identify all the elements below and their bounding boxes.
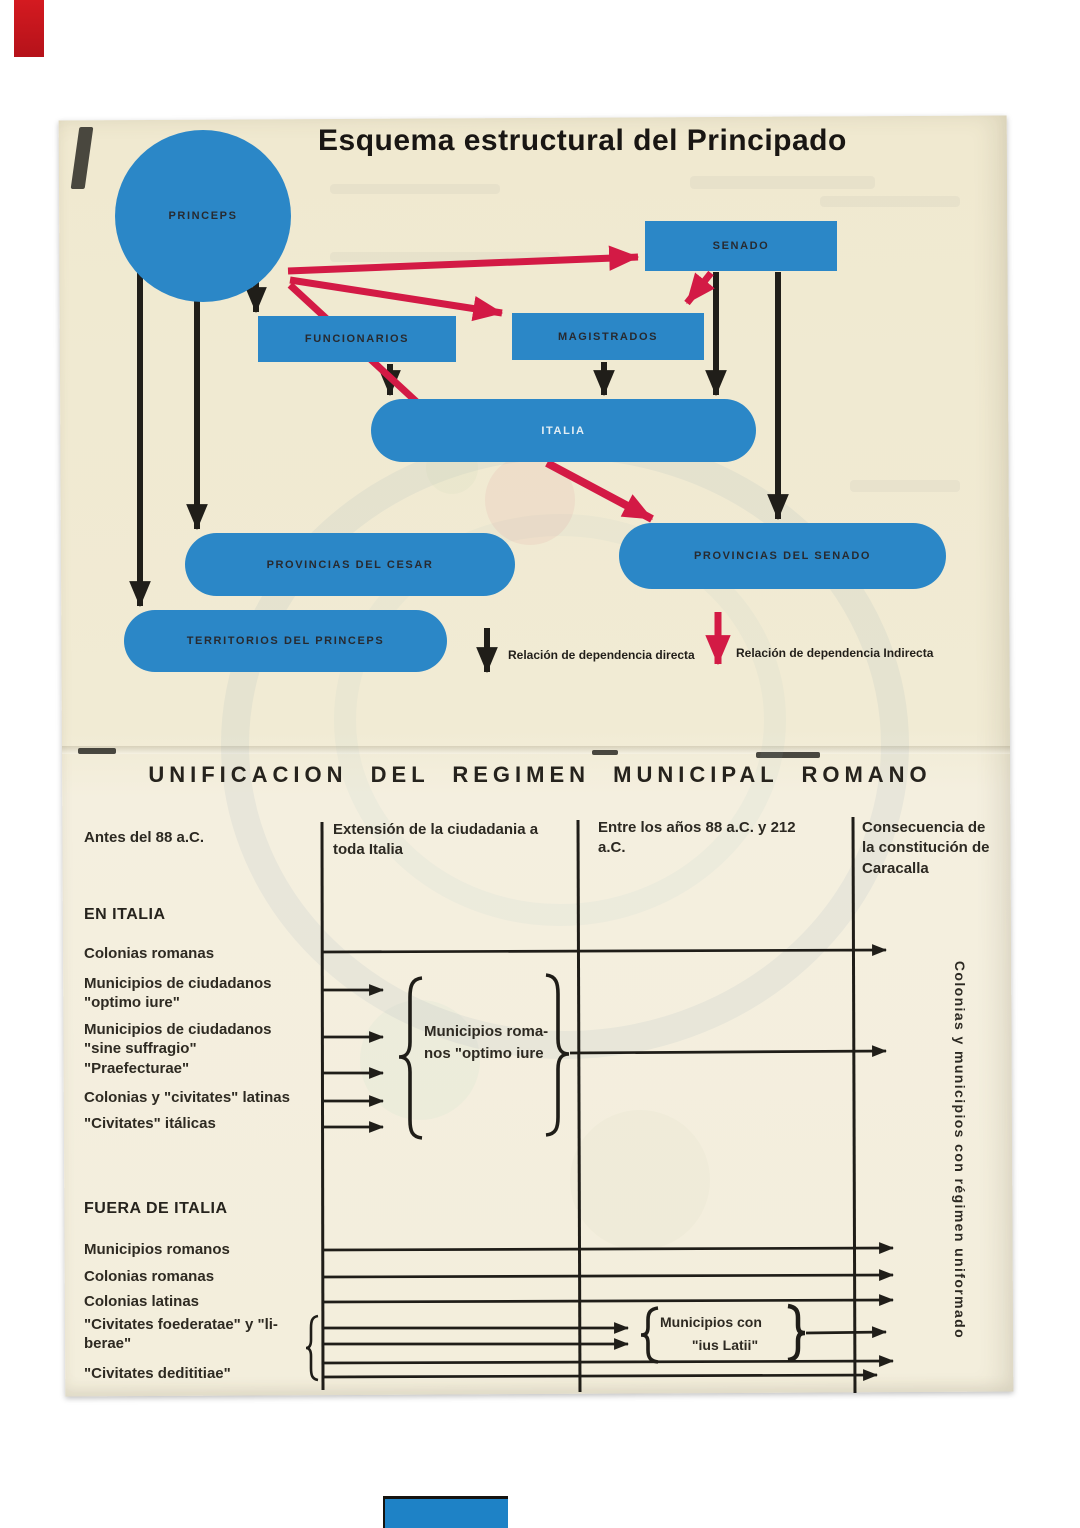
node-senado-label: SENADO xyxy=(712,240,770,252)
row-praefecturae: "Praefecturae" xyxy=(84,1060,190,1077)
section-en-italia: EN ITALIA xyxy=(84,906,166,923)
fold-mark xyxy=(78,748,116,754)
node-provincias-cesar: PROVINCIAS DEL CESAR xyxy=(185,533,515,596)
legend-direct-label: Relación de dependencia directa xyxy=(508,648,695,662)
direct-arrows xyxy=(129,268,789,608)
node-provincias-cesar-label: PROVINCIAS DEL CESAR xyxy=(266,558,434,571)
node-italia: ITALIA xyxy=(371,399,756,462)
node-magistrados-label: MAGISTRADOS xyxy=(557,330,659,343)
scan-red-tab xyxy=(14,0,44,57)
column-header-4: Consecuencia de la constitución de Carac… xyxy=(862,819,990,877)
node-provincias-senado-label: PROVINCIAS DEL SENADO xyxy=(693,550,872,562)
column-header-1: Antes del 88 a.C. xyxy=(84,829,205,846)
fold-mark xyxy=(756,752,820,758)
legend-indirect-label: Relación de dependencia Indirecta xyxy=(736,646,934,660)
row-municipios-romanos: Municipios romanos xyxy=(84,1241,230,1258)
row-municipios-sine-l2: "sine suffragio" xyxy=(84,1040,197,1057)
row-municipios-optimo-l2: "optimo iure" xyxy=(84,994,180,1011)
fuera-italia-lines xyxy=(321,1242,895,1381)
row-colonias-romanas-2: Colonias romanas xyxy=(84,1268,215,1285)
show-through xyxy=(330,184,500,194)
section-fuera-de-italia: FUERA DE ITALIA xyxy=(84,1200,228,1217)
row-civitates-dedititiae: "Civitates dedititiae" xyxy=(84,1365,231,1382)
indirect-arrows xyxy=(287,245,715,523)
node-funcionarios-label: FUNCIONARIOS xyxy=(304,333,410,345)
show-through xyxy=(690,176,875,189)
node-territorios-princeps-label: TERRITORIOS DEL PRINCEPS xyxy=(186,635,385,647)
en-italia-lines xyxy=(321,944,888,1133)
row-civitates-foederatae-l1: "Civitates foederatae" y "li- xyxy=(84,1316,278,1333)
legend-arrows xyxy=(476,612,731,674)
column-header-2: Extensión de la ciudadania a toda Italia xyxy=(333,821,539,859)
fold-mark xyxy=(592,750,618,755)
braces xyxy=(305,973,806,1382)
show-through xyxy=(850,480,960,492)
page-fold xyxy=(62,746,1010,754)
vertical-result-label: Colonias y municipios con régimen unifor… xyxy=(952,960,968,1340)
node-italia-label: ITALIA xyxy=(541,424,586,437)
group-municipios-optimo-l1: Municipios roma- xyxy=(424,1023,549,1040)
show-through xyxy=(820,196,960,207)
row-municipios-sine-l1: Municipios de ciudadanos xyxy=(84,1021,272,1038)
node-funcionarios: FUNCIONARIOS xyxy=(258,316,456,362)
node-provincias-senado: PROVINCIAS DEL SENADO xyxy=(619,523,946,589)
row-civitates-foederatae-l2: berae" xyxy=(84,1335,132,1352)
row-municipios-optimo-l1: Municipios de ciudadanos xyxy=(84,975,272,992)
column-dividers xyxy=(320,816,857,1394)
top-diagram-title: Esquema estructural del Principado xyxy=(318,124,847,157)
column-header-3: Entre los años 88 a.C. y 212 a.C. xyxy=(598,819,796,857)
row-colonias-latinas: Colonias latinas xyxy=(84,1293,200,1310)
scan-blue-chip xyxy=(383,1496,508,1528)
group-municipios-ius-l1: Municipios con xyxy=(660,1314,762,1330)
show-through xyxy=(330,252,560,262)
row-colonias-civitates-latinas: Colonias y "civitates" latinas xyxy=(84,1089,290,1106)
group-municipios-optimo-l2: nos "optimo iure xyxy=(424,1045,544,1062)
node-princeps-label: PRINCEPS xyxy=(168,210,238,222)
bottom-chart-title: UNIFICACION DEL REGIMEN MUNICIPAL ROMANO xyxy=(148,762,932,787)
group-municipios-ius-l2: "ius Latii" xyxy=(691,1337,759,1353)
node-senado: SENADO xyxy=(645,221,837,271)
node-territorios-princeps: TERRITORIOS DEL PRINCEPS xyxy=(124,610,447,672)
node-princeps: PRINCEPS xyxy=(115,130,291,302)
node-magistrados: MAGISTRADOS xyxy=(512,313,704,360)
row-civitates-italicas: "Civitates" itálicas xyxy=(84,1115,216,1132)
row-colonias-romanas: Colonias romanas xyxy=(84,945,215,962)
